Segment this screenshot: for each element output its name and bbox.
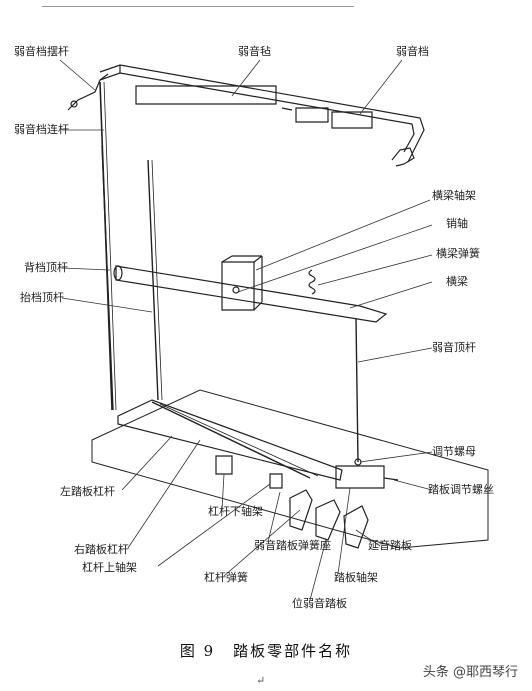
damper-top-rod-line (356, 318, 358, 462)
damper-rail-divider (282, 108, 292, 110)
label-pedal-adjust-screw: 踏板调节螺丝 (428, 483, 494, 496)
lever-lower-bracket-box (216, 456, 232, 474)
label-lever-spring: 杠杆弹簧 (204, 571, 248, 584)
label-pin-axle: 销轴 (446, 217, 468, 230)
label-damper-rail: 弱音档 (396, 45, 429, 58)
top-rule-line (42, 6, 354, 7)
label-back-rail-top-rod: 背档顶杆 (24, 261, 68, 274)
damper-felt-block (136, 86, 276, 104)
beam-bracket-box (222, 262, 254, 310)
damper-lever-swing-shape (68, 74, 108, 110)
label-damper-top-rod: 弱音顶杆 (432, 341, 476, 354)
pedal-floor-board (92, 390, 488, 548)
damper-rail-frame-inner (100, 73, 414, 152)
label-damper-connecting-rod: 弱音档连杆 (14, 123, 69, 136)
label-lever-upper-bracket: 杠杆上轴架 (82, 561, 137, 574)
leader-lines (60, 60, 432, 600)
label-right-pedal-lever: 右踏板杠杆 (74, 543, 129, 556)
label-lever-lower-bracket: 杠杆下轴架 (208, 505, 263, 518)
damper-rail-right-bracket (392, 148, 414, 166)
beam-spring-coil (309, 270, 315, 294)
pedal-bracket-box (336, 466, 384, 488)
label-damper-felt: 弱音毡 (238, 45, 271, 58)
label-beam-spring: 横梁弹簧 (436, 247, 480, 260)
label-center-damper-pedal: 位弱音踏板 (292, 597, 347, 610)
figure-number: 图 9 (179, 642, 216, 660)
middle-pedal-shape (316, 500, 340, 540)
label-adjust-nut: 调节螺母 (432, 445, 476, 458)
label-damper-pedal-spring-seat: 弱音踏板弹簧座 (254, 539, 331, 552)
figure-title: 踏板零部件名称 (233, 642, 353, 660)
lift-rail-top-rod-line (148, 160, 158, 400)
damper-rail-block-1 (296, 108, 328, 122)
left-pedal-lever-body (118, 400, 342, 480)
right-pedal-shape (344, 506, 368, 548)
right-pedal-lever-line (152, 402, 310, 478)
label-damper-lever-swing: 弱音档摆杆 (14, 45, 69, 58)
damper-rail-frame (100, 65, 424, 162)
label-lift-rail-top-rod: 抬档顶杆 (20, 291, 64, 304)
damper-rail-block-2 (332, 112, 372, 128)
label-sustain-pedal: 延音踏板 (368, 539, 412, 552)
label-beam: 横梁 (446, 275, 468, 288)
watermark-text: 头条 @耶西琴行 (422, 665, 518, 680)
label-beam-bracket: 横梁轴架 (432, 189, 476, 202)
back-rail-top-rod-line (102, 145, 113, 410)
left-pedal-shape (290, 490, 312, 530)
lever-upper-bracket-box (270, 474, 282, 488)
label-left-pedal-lever: 左踏板杠杆 (60, 485, 115, 498)
beam-body (116, 266, 386, 322)
label-pedal-bracket: 踏板轴架 (334, 571, 378, 584)
figure-caption: 图 9 踏板零部件名称 (0, 640, 532, 661)
return-mark: ↵ (256, 674, 266, 687)
damper-lever-pivot (70, 100, 78, 108)
